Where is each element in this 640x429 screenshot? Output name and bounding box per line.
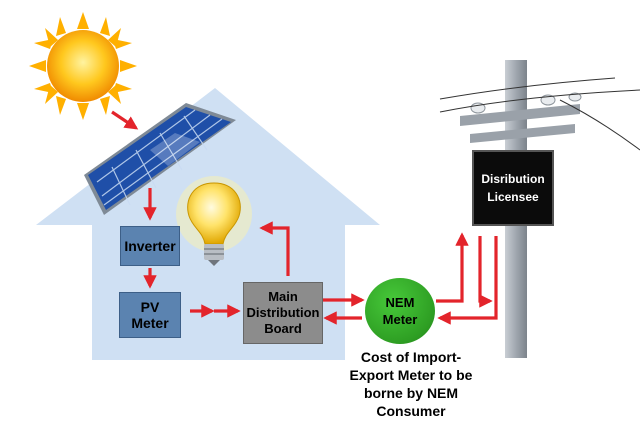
nem-meter-label: NEM Meter	[382, 295, 418, 327]
caption-text: Cost of Import- Export Meter to be borne…	[349, 349, 473, 419]
pv-meter-box: PV Meter	[119, 292, 181, 338]
light-bulb-icon	[176, 176, 252, 266]
sun-icon	[29, 12, 137, 120]
nem-meter-circle: NEM Meter	[365, 278, 435, 344]
arrow-grid-to-nem-2	[437, 236, 498, 325]
inverter-box: Inverter	[120, 226, 180, 266]
flow-arrows	[111, 110, 498, 325]
solar-panel-icon	[84, 103, 236, 215]
main-distribution-board-box: Main Distribution Board	[243, 282, 323, 344]
distribution-licensee-box: Disribution Licensee	[472, 150, 554, 226]
inverter-label: Inverter	[124, 238, 176, 254]
arrow-grid-to-nem-1	[478, 236, 493, 308]
arrow-nem-to-grid	[436, 232, 469, 303]
arrow-board-to-bulb	[259, 221, 290, 276]
arrow-sun-to-panel	[111, 110, 139, 130]
main-distribution-board-label: Main Distribution Board	[246, 289, 320, 336]
pv-meter-label: PV Meter	[131, 299, 169, 331]
distribution-licensee-label: Disribution Licensee	[481, 172, 545, 204]
